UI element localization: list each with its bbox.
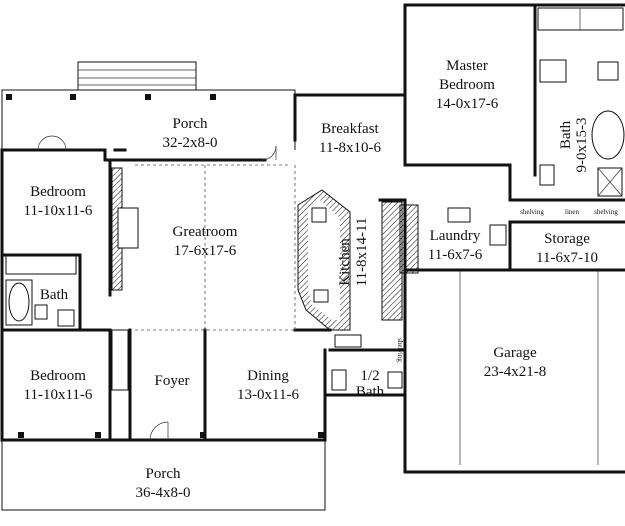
exterior-walls [0, 3, 625, 474]
rear-porch-size: 32-2x8-0 [163, 135, 218, 151]
storage-size: 11-6x7-10 [536, 250, 598, 266]
storage-name: Storage [544, 231, 590, 247]
master-bedroom-name-2: Bedroom [439, 77, 495, 93]
half-bath-fixtures [331, 369, 403, 391]
half-bath-name-1: 1/2 [360, 368, 379, 384]
shelving-left-label: shelving [520, 208, 544, 216]
kitchen-size: 11-8x14-11 [354, 218, 370, 287]
master-bedroom-size: 14-0x17-6 [436, 96, 499, 112]
garage-name: Garage [493, 345, 537, 361]
doors [37, 135, 599, 465]
lower-bedroom-size: 11-10x11-6 [24, 387, 93, 403]
foyer-name: Foyer [155, 373, 190, 389]
upper-bedroom-name: Bedroom [30, 184, 86, 200]
greatroom-size: 17-6x17-6 [174, 243, 237, 259]
kitchen-name: Kitchen [337, 238, 353, 286]
rear-porch-name: Porch [173, 116, 208, 132]
closets [5, 7, 624, 391]
dining-size: 13-0x11-6 [237, 387, 299, 403]
master-bath-fixtures [539, 59, 625, 197]
garage-size: 23-4x21-8 [484, 364, 547, 380]
kitchen-counters [297, 189, 403, 331]
fireplace [111, 167, 139, 291]
greatroom-name: Greatroom [173, 224, 238, 240]
left-bath-name: Bath [40, 287, 69, 303]
interior-walls [0, 158, 625, 442]
laundry-size: 11-6x7-6 [428, 247, 483, 263]
upper-bedroom-size: 11-10x11-6 [24, 203, 93, 219]
room-labels: Porch 32-2x8-0 Breakfast 11-8x10-6 Maste… [24, 58, 619, 501]
shelving-vertical-label: shelving [396, 338, 404, 362]
front-porch-size: 36-4x8-0 [136, 485, 191, 501]
master-bedroom-name-1: Master [446, 58, 488, 74]
breakfast-name: Breakfast [321, 121, 379, 137]
lower-bedroom-name: Bedroom [30, 368, 86, 384]
left-bath-fixtures [5, 279, 75, 327]
rear-porch [1, 61, 296, 150]
dining-name: Dining [247, 368, 289, 384]
shelving-right-label: shelving [594, 208, 618, 216]
front-porch-name: Porch [146, 466, 181, 482]
laundry-name: Laundry [430, 228, 481, 244]
open-plan-lines [135, 164, 296, 331]
master-bath-name: Bath [558, 120, 574, 149]
master-bath-size: 9-0x15-3 [574, 118, 590, 173]
laundry-fixtures [399, 204, 507, 274]
linen-label: linen [565, 208, 579, 216]
half-bath-name-2: Bath [356, 384, 385, 400]
breakfast-size: 11-8x10-6 [319, 140, 381, 156]
